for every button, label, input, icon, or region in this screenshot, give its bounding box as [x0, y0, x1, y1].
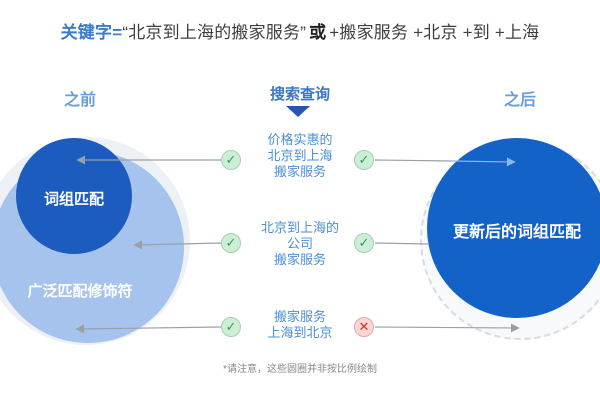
search-query-2-line3: 搬家服务	[273, 252, 326, 267]
arrow-query3-to-after	[374, 323, 520, 333]
title: 关键字=“北京到上海的搬家服务”或+搬家服务 +北京 +到 +上海	[0, 18, 600, 43]
search-query-1: 价格实惠的 北京到上海 搬家服务	[253, 132, 347, 180]
column-header-after: 之后	[503, 92, 536, 109]
search-query-2-line1: 北京到上海的	[260, 220, 339, 235]
search-query-2-line2: 公司	[286, 236, 313, 251]
column-header-before: 之前	[63, 92, 96, 109]
check-icon: ✓	[354, 150, 374, 170]
updated-phrase-match-label: 更新后的词组匹配	[452, 224, 581, 241]
footnote: *请注意，这些圆圈并非按比例绘制	[223, 364, 377, 375]
title-broad-term: +搬家服务 +北京 +到 +上海	[329, 23, 540, 42]
cross-icon: ✕	[354, 317, 374, 337]
search-query-3-line2: 上海到北京	[267, 325, 333, 340]
arrow-query1-to-after-outer	[374, 159, 453, 162]
check-icon: ✓	[221, 150, 241, 170]
broad-match-modifier-label: 广泛匹配修饰符	[27, 283, 133, 300]
search-query-3: 搬家服务 上海到北京	[253, 309, 347, 341]
check-icon: ✓	[354, 233, 374, 253]
search-query-1-line1: 价格实惠的	[267, 132, 333, 147]
title-or-word: 或	[309, 23, 327, 42]
search-query-1-line3: 搬家服务	[273, 164, 326, 179]
search-query-1-line2: 北京到上海	[267, 148, 333, 163]
column-header-search-query: 搜索查询	[269, 86, 330, 103]
phrase-match-circle	[16, 138, 132, 254]
check-icon: ✓	[221, 233, 241, 253]
search-query-2: 北京到上海的 公司 搬家服务	[253, 220, 347, 268]
down-triangle-icon	[286, 106, 310, 117]
arrow-query2-to-after	[374, 242, 430, 245]
title-keyword-label: 关键字=	[60, 23, 123, 42]
arrow-query1-to-after-inner	[451, 157, 516, 167]
phrase-match-label: 词组匹配	[43, 191, 104, 208]
search-query-3-line1: 搬家服务	[273, 309, 326, 324]
arrow-query2-to-before	[133, 240, 222, 250]
arrow-query3-to-before	[75, 324, 222, 334]
updated-phrase-match-circle	[427, 138, 600, 318]
title-phrase-term: “北京到上海的搬家服务”	[122, 23, 307, 42]
check-icon: ✓	[221, 317, 241, 337]
